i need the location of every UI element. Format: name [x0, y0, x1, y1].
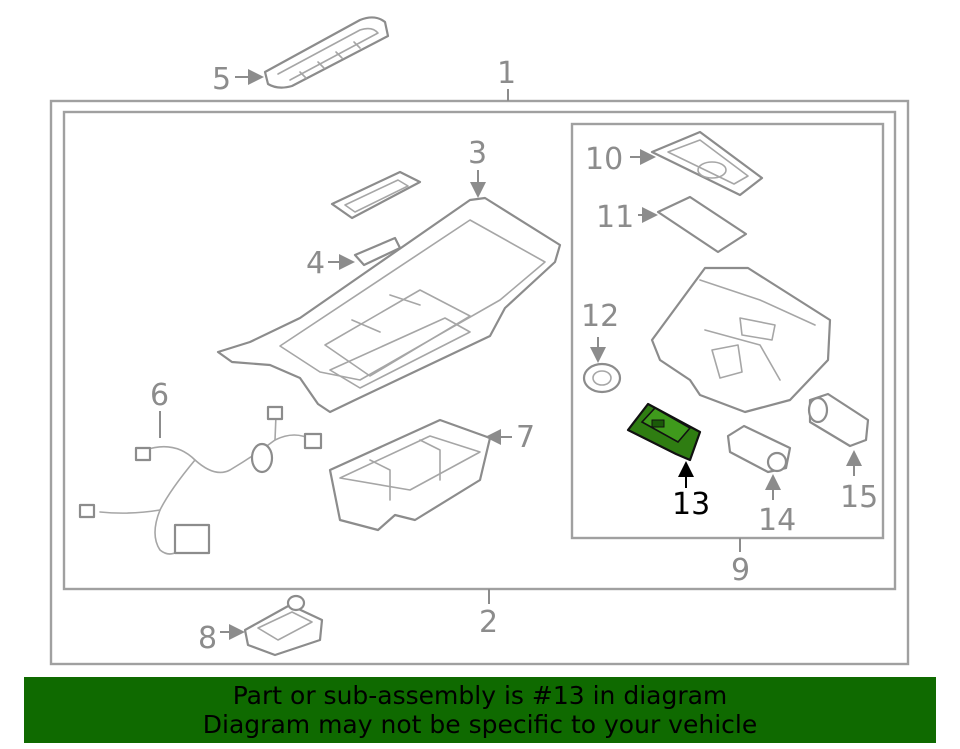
part-3-console-trim[interactable]: [216, 196, 562, 414]
part-5-armrest-pad[interactable]: [263, 16, 390, 89]
outer-frame: [49, 99, 910, 666]
part-14-usb-port[interactable]: [726, 424, 792, 474]
callout-14[interactable]: 14: [758, 503, 796, 538]
callout-3[interactable]: 3: [468, 136, 487, 171]
part-shifter-bezel[interactable]: [330, 170, 422, 220]
callout-8[interactable]: 8: [198, 621, 217, 656]
callout-15[interactable]: 15: [840, 480, 878, 515]
inner-frame: [62, 110, 897, 591]
callout-7[interactable]: 7: [516, 420, 535, 455]
banner-line-1: Part or sub-assembly is #13 in diagram: [232, 681, 728, 710]
banner-line-2: Diagram may not be specific to your vehi…: [202, 710, 758, 739]
part-9-console-housing[interactable]: [650, 266, 832, 414]
part-15-power-outlet[interactable]: [807, 392, 870, 448]
callout-12[interactable]: 12: [581, 299, 619, 334]
part-10-lid-trim[interactable]: [650, 130, 764, 197]
part-6-wiring-harness[interactable]: [78, 405, 323, 555]
part-11-pad[interactable]: [656, 195, 748, 254]
part-12-socket[interactable]: [582, 362, 622, 394]
callout-2[interactable]: 2: [479, 605, 498, 640]
subassembly-frame: [570, 122, 885, 540]
callout-9[interactable]: 9: [731, 553, 750, 588]
callout-6[interactable]: 6: [150, 378, 169, 413]
info-banner: Part or sub-assembly is #13 in diagram D…: [24, 677, 936, 743]
part-13-usb-hub[interactable]: [626, 402, 702, 462]
callout-10[interactable]: 10: [585, 142, 623, 177]
parts-diagram: 1 5 3 4 6: [49, 16, 910, 666]
part-7-storage-tray[interactable]: [328, 418, 492, 532]
callout-4[interactable]: 4: [306, 246, 325, 281]
callout-11[interactable]: 11: [596, 200, 634, 235]
part-4-bracket[interactable]: [353, 236, 402, 267]
part-8-control-module[interactable]: [243, 594, 324, 657]
callout-5[interactable]: 5: [212, 62, 231, 97]
callout-13[interactable]: 13: [672, 487, 710, 522]
callout-1[interactable]: 1: [497, 56, 516, 91]
